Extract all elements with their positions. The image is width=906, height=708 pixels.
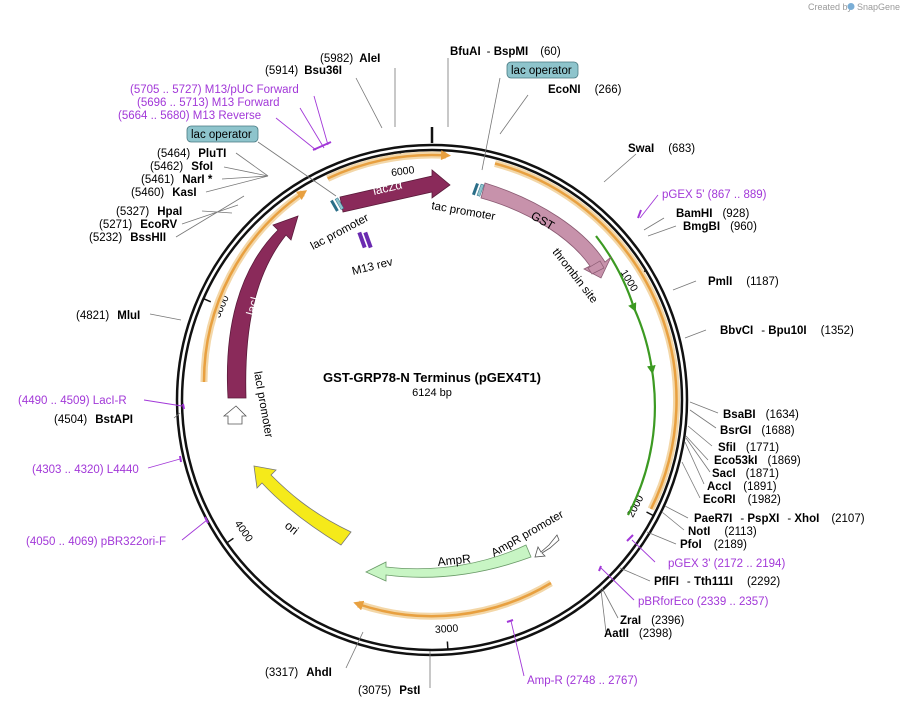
site-psti: (3075)PstI	[358, 685, 420, 697]
site-nari: (5461)NarI *	[141, 174, 213, 186]
tick-label-3000: 3000	[435, 623, 459, 636]
tick-mark-2000	[646, 511, 654, 516]
orf-bottom	[353, 581, 552, 618]
lac-operator-box-2	[186, 125, 259, 143]
map-title: GST-GRP78-N Terminus (pGEX4T1)	[323, 370, 541, 385]
site-bstapi: (4504)BstAPI	[54, 414, 133, 426]
site-labels: (5982)AleI (5914)Bsu36I BfuAI- BspMI(60)…	[54, 46, 865, 697]
primer-pgex-5: pGEX 5' (867 .. 889)	[662, 189, 767, 201]
primer-pbrforeco: pBRforEco (2339 .. 2357)	[638, 596, 769, 608]
site-ecorv: (5271)EcoRV	[99, 219, 177, 231]
site-bsshii: (5232)BssHII	[89, 232, 166, 244]
site-pfoi: PfoI(2189)	[680, 539, 747, 551]
laci-feature	[227, 215, 299, 399]
lac-promoter-mark	[330, 199, 339, 212]
brand-label: SnapGene	[857, 2, 900, 12]
tick-label-4000: 4000	[232, 518, 255, 544]
site-sfoi: (5462)SfoI	[150, 161, 213, 173]
backbone-outer	[175, 143, 689, 657]
site-bbvci: BbvCI- Bpu10I(1352)	[720, 325, 854, 337]
site-leaders	[149, 58, 719, 688]
gst-feature	[480, 182, 612, 279]
site-bsrgi: BsrGI(1688)	[720, 425, 795, 437]
lac-operator-mark-1	[476, 183, 485, 197]
tick-mark-5000	[204, 298, 212, 303]
orf-top	[327, 150, 451, 180]
orf-right	[494, 162, 678, 510]
site-ahdi: (3317)AhdI	[265, 667, 332, 679]
site-eco53ki: Eco53kI(1869)	[714, 455, 801, 467]
site-bsu36i: (5914)Bsu36I	[265, 65, 342, 77]
ampr-feature	[365, 544, 532, 582]
site-aatii: AatII(2398)	[604, 628, 672, 640]
ampr-label: AmpR	[437, 552, 472, 569]
primer-marks	[179, 141, 642, 623]
site-pflfi: PflFI- Tth111I(2292)	[654, 576, 780, 588]
orf-left	[202, 190, 308, 383]
primer-m13-reverse: (5664 .. 5680) M13 Reverse	[118, 110, 261, 122]
site-ecori: EcoRI(1982)	[703, 494, 781, 506]
site-econi: EcoNI(266)	[548, 84, 622, 96]
site-pmli: PmlI(1187)	[708, 276, 779, 288]
site-sfii: SfiI(1771)	[718, 442, 779, 454]
site-alei: (5982)AleI	[320, 53, 380, 65]
laci-promoter-feature	[222, 405, 247, 425]
primer-labels: (5705 .. 5727) M13/pUC Forward (5696 .. …	[18, 84, 785, 687]
site-pluti: (5464)PluTI	[157, 148, 226, 160]
primer-pgex-3: pGEX 3' (2172 .. 2194)	[668, 558, 785, 570]
laci-promoter-label: lacI promoter	[251, 370, 275, 438]
credit-label: Created by	[808, 2, 853, 12]
lac-operator-leader-1	[481, 77, 501, 171]
site-bamhi: BamHI(928)	[676, 208, 749, 220]
tac-promoter-mark	[472, 183, 479, 196]
ampr-promoter-feature	[534, 534, 560, 558]
site-saci: SacI(1871)	[712, 468, 779, 480]
site-noti: NotI(2113)	[688, 526, 757, 538]
m13-rev-mark-2	[363, 231, 373, 249]
site-bmgbi: BmgBI(960)	[683, 221, 757, 233]
lac-operator-box-1	[506, 61, 579, 79]
site-acci: AccI(1891)	[707, 481, 777, 493]
lacza-label: lacZα	[372, 178, 404, 198]
snapgene-logo-icon	[847, 3, 855, 10]
site-kasi: (5460)KasI	[131, 187, 197, 199]
lac-operator-label-2: lac operator	[191, 129, 252, 141]
lac-promoter-label: lac promoter	[309, 212, 371, 253]
tick-mark-4000	[227, 537, 234, 543]
backbone-inner	[180, 148, 684, 652]
site-swai: SwaI(683)	[628, 143, 695, 155]
tac-promoter-label: tac promoter	[430, 200, 496, 223]
m13-rev-label: M13 rev	[351, 256, 394, 278]
site-bfuai: BfuAI- BspMI(60)	[450, 46, 561, 58]
primer-laci-r: (4490 .. 4509) LacI-R	[18, 395, 127, 407]
laci-label: lacI	[243, 295, 261, 317]
primer-m13-forward: (5696 .. 5713) M13 Forward	[137, 97, 280, 109]
primer-amp-r: Amp-R (2748 .. 2767)	[527, 675, 638, 687]
site-paer7i: PaeR7I- PspXI- XhoI(2107)	[694, 513, 865, 525]
primer-m13-puc-forward: (5705 .. 5727) M13/pUC Forward	[130, 84, 299, 96]
primer-l4440: (4303 .. 4320) L4440	[32, 464, 139, 476]
lacza-feature	[339, 169, 451, 213]
orf-green-top2	[628, 302, 654, 371]
lac-operator-mark-2	[334, 197, 345, 211]
primer-leaders	[143, 95, 659, 677]
site-hpai: (5327)HpaI	[116, 206, 182, 218]
thrombin-site-feature	[587, 260, 605, 275]
lac-operator-leader-2	[257, 141, 337, 197]
site-bsabi: BsaBI(1634)	[723, 409, 799, 421]
lac-operator-label-1: lac operator	[511, 65, 572, 77]
map-length: 6124 bp	[412, 387, 452, 399]
ori-feature	[253, 465, 352, 546]
primer-pbr322ori-f: (4050 .. 4069) pBR322ori-F	[26, 536, 166, 548]
m13-rev-mark	[357, 231, 367, 249]
orf-green-bottom	[627, 364, 656, 516]
site-mlui: (4821)MluI	[76, 310, 140, 322]
tick-label-6000: 6000	[390, 164, 415, 179]
site-zrai: ZraI(2396)	[620, 615, 685, 627]
ori-label: ori	[282, 518, 301, 537]
